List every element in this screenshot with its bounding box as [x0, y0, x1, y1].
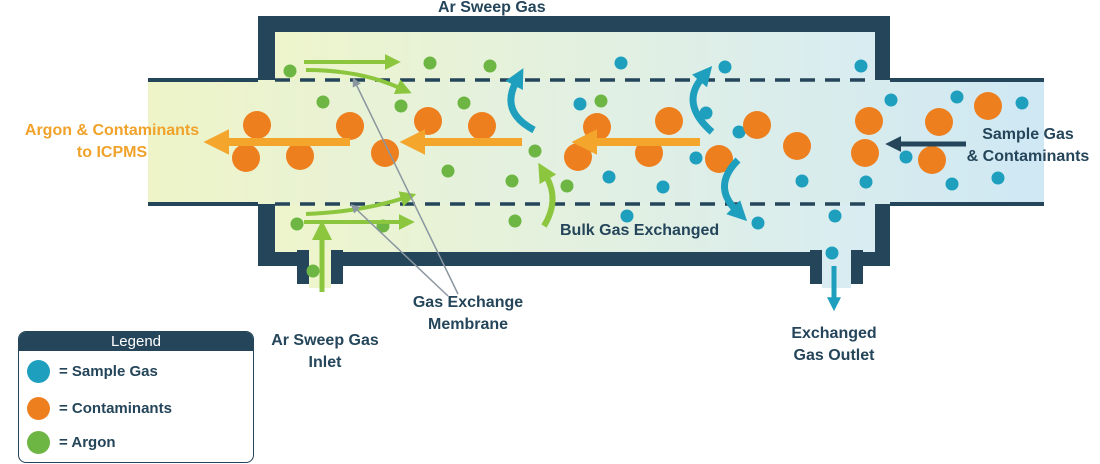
argon-permeation-arrow [538, 162, 557, 228]
legend: Legend = Sample Gas = Contaminants = Arg… [18, 331, 254, 463]
bulk-exchange-label: Bulk Gas Exchanged [560, 222, 720, 239]
sample-exchange-arrow-1 [505, 68, 536, 134]
output-label-line2: to ICPMS [76, 144, 148, 161]
legend-title: Legend [19, 332, 253, 351]
input-label: Sample Gas & Contaminants [958, 124, 1098, 168]
argon-particles [283, 56, 608, 278]
membrane-label-line2: Membrane [427, 316, 509, 333]
argon-sweep-arrow-top-2 [305, 68, 412, 94]
output-label: Argon & Contaminants to ICPMS [14, 120, 210, 164]
input-label-line1: Sample Gas [982, 126, 1074, 143]
legend-item-argon: = Argon [27, 429, 116, 455]
sample-gas-particles [573, 56, 1029, 260]
inlet-label: Ar Sweep Gas Inlet [260, 330, 390, 374]
legend-item-label: = Sample Gas [59, 362, 158, 380]
inlet-label-line2: Inlet [308, 354, 342, 371]
membrane-label: Gas Exchange Membrane [398, 292, 538, 336]
membrane-label-line1: Gas Exchange [412, 294, 524, 311]
sample-gas-swatch [27, 359, 50, 383]
outlet-label-line2: Gas Outlet [793, 347, 875, 364]
sample-exchange-arrow-3 [721, 157, 748, 222]
membrane-pointer-top [352, 77, 459, 295]
membrane-pointer-bottom [350, 204, 449, 297]
inlet-label-line1: Ar Sweep Gas [271, 332, 379, 349]
output-label-line1: Argon & Contaminants [24, 122, 200, 139]
outlet-label: Exchanged Gas Outlet [772, 323, 896, 367]
input-label-line2: & Contaminants [966, 148, 1090, 165]
top-sweep-label: Ar Sweep Gas [438, 0, 546, 16]
sample-exchange-arrow-2 [689, 66, 715, 135]
outlet-label-line1: Exchanged [791, 325, 877, 342]
argon-swatch [27, 430, 50, 454]
legend-item-contaminants: = Contaminants [27, 395, 172, 421]
legend-item-sample-gas: = Sample Gas [27, 358, 158, 384]
legend-item-label: = Contaminants [59, 399, 172, 417]
flow-arrows [203, 54, 966, 312]
contaminant-swatch [27, 396, 50, 420]
legend-item-label: = Argon [59, 433, 116, 451]
